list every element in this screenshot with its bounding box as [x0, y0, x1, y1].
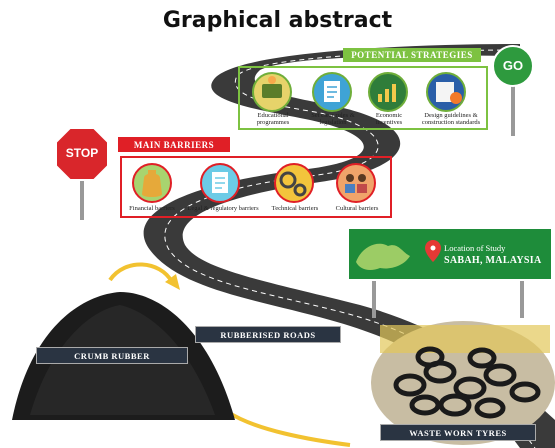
stop-sign	[55, 127, 109, 220]
go-sign-label: GO	[502, 58, 524, 73]
strategy-label: Set clear rules & legislation	[311, 112, 355, 126]
strategy-label: Educational programmes	[256, 112, 290, 126]
gears-icon	[274, 163, 314, 203]
sabah-map-icon	[356, 243, 410, 270]
location-name: SABAH, MALAYSIA	[444, 255, 542, 266]
rules-document-icon	[312, 72, 352, 112]
money-bag-icon	[132, 163, 172, 203]
economic-growth-icon	[368, 72, 408, 112]
go-sign	[492, 45, 534, 136]
strategy-label: Design guidelines & construction standar…	[421, 112, 481, 126]
education-icon	[252, 72, 292, 112]
crumb-rubber-label: CRUMB RUBBER	[36, 347, 188, 364]
waste-worn-tyres-label: WASTE WORN TYRES	[380, 424, 536, 441]
potential-strategies-heading: POTENTIAL STRATEGIES	[343, 48, 481, 62]
location-sign	[347, 227, 553, 318]
barrier-label: Technical barriers	[271, 205, 319, 212]
arrow-return-icon	[218, 405, 351, 447]
location-pin-icon	[425, 240, 441, 262]
location-caption: Location of Study	[444, 243, 506, 253]
strategy-label: Economic incentives	[375, 112, 403, 126]
potential-strategies-box	[238, 66, 488, 130]
stop-sign-label: STOP	[65, 146, 99, 160]
arrow-up-icon	[108, 262, 180, 290]
barrier-label: Cultural barriers	[335, 205, 379, 212]
tyre-pile-image	[371, 321, 555, 445]
main-barriers-heading: MAIN BARRIERS	[118, 137, 230, 152]
main-barriers-box	[120, 156, 392, 218]
rubberised-roads-label: RUBBERISED ROADS	[195, 326, 341, 343]
barrier-label: Legal & regulatory barriers	[187, 205, 259, 212]
guidelines-book-icon	[426, 72, 466, 112]
legal-document-icon	[200, 163, 240, 203]
page-title: Graphical abstract	[162, 8, 393, 33]
barrier-label: Financial barriers	[129, 205, 175, 212]
people-culture-icon	[336, 163, 376, 203]
